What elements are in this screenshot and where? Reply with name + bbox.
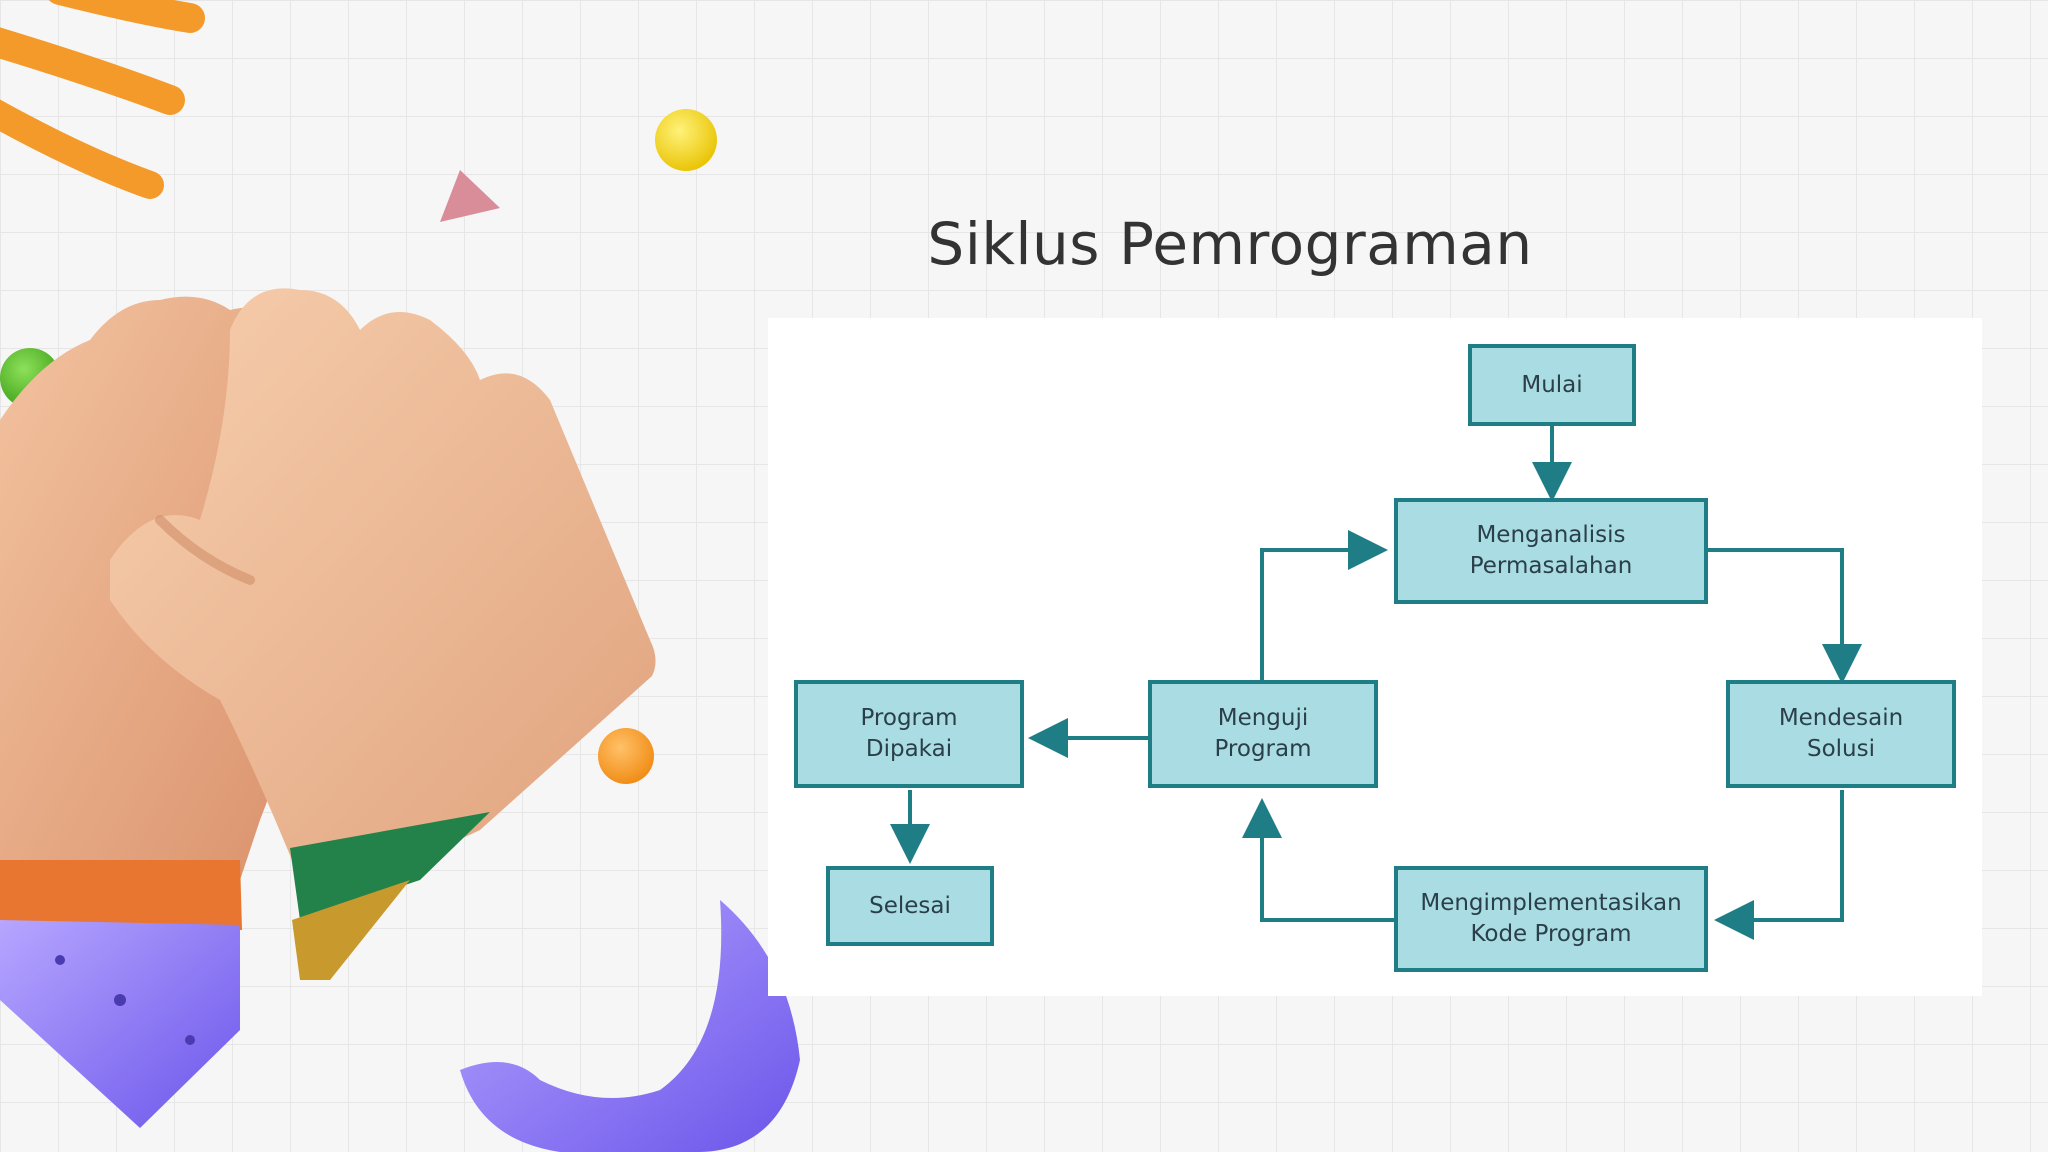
arrow-mendesain-to-mengimplementasikan bbox=[1714, 790, 1844, 940]
flowchart-panel: Mulai Menganalisis Permasalahan Mendesai… bbox=[768, 318, 1982, 996]
node-selesai: Selesai bbox=[826, 866, 994, 946]
flowchart-arrows bbox=[890, 426, 1862, 940]
pink-pyramid-shape bbox=[440, 170, 500, 222]
node-menguji-program: Menguji Program bbox=[1148, 680, 1378, 788]
node-mengimplementasikan-kode-program: Mengimplementasikan Kode Program bbox=[1394, 866, 1708, 972]
hands-illustration bbox=[0, 288, 656, 1128]
orange-sphere-shape bbox=[598, 728, 654, 784]
yellow-sphere-shape bbox=[655, 109, 717, 171]
orange-squiggle-shape bbox=[0, 0, 205, 199]
node-mulai: Mulai bbox=[1468, 344, 1636, 426]
node-menganalisis-permasalahan: Menganalisis Permasalahan bbox=[1394, 498, 1708, 604]
slide-title: Siklus Pemrograman bbox=[927, 210, 1533, 278]
node-mendesain-solusi: Mendesain Solusi bbox=[1726, 680, 1956, 788]
arrow-menguji-to-menganalisis bbox=[1260, 530, 1388, 680]
node-program-dipakai: Program Dipakai bbox=[794, 680, 1024, 788]
arrow-menganalisis-to-mendesain bbox=[1706, 548, 1862, 684]
purple-ribbon-shape bbox=[460, 900, 800, 1152]
arrow-mengimplementasikan-to-menguji bbox=[1242, 798, 1394, 922]
decor-layer bbox=[0, 0, 800, 1152]
